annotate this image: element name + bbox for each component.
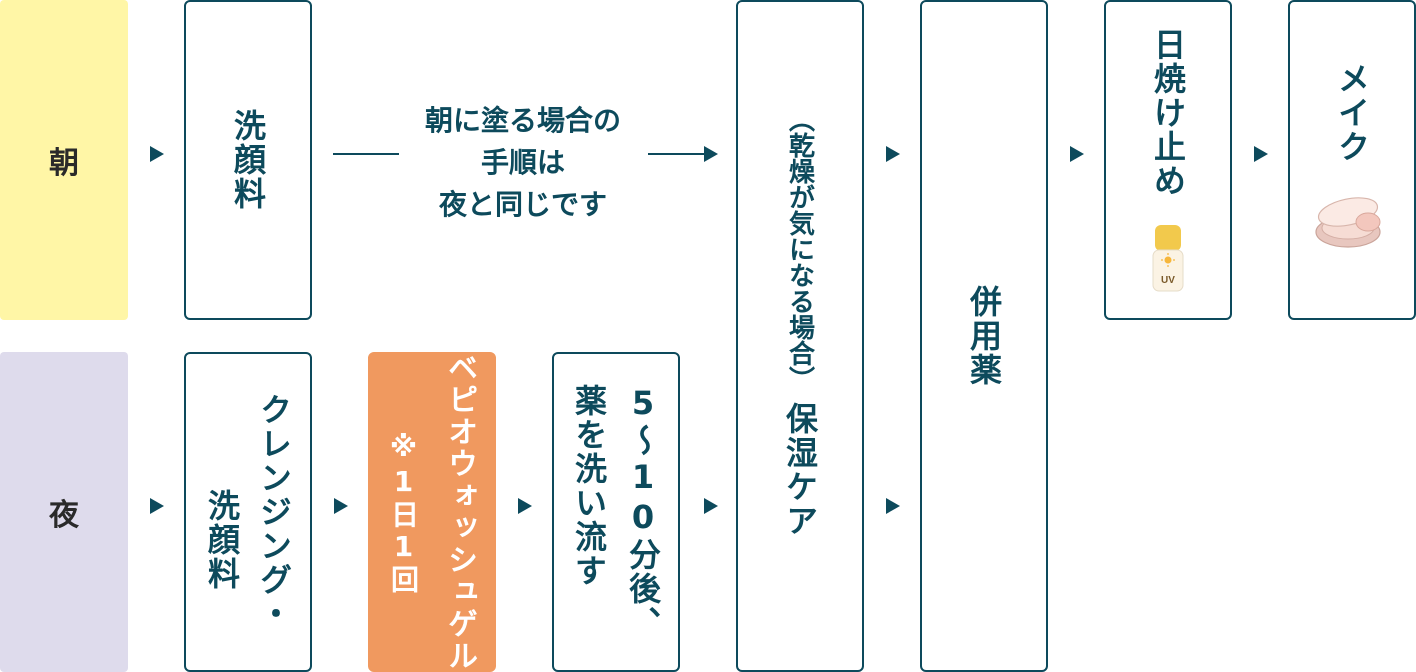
- morning-note: 朝に塗る場合の 手順は 夜と同じです: [400, 100, 646, 226]
- compact-powder-icon: [1315, 197, 1381, 248]
- arrow-icon: [334, 498, 348, 514]
- combined-medicine-step: 併用薬: [920, 0, 1048, 672]
- bepio-frequency: ※1日1回: [387, 430, 420, 595]
- arrow-icon: [704, 498, 718, 514]
- morning-label: 朝: [0, 0, 128, 320]
- rinse-step: 5〜10分後、 薬を洗い流す: [552, 352, 680, 672]
- arrow-icon: [886, 498, 900, 514]
- sunscreen-step: 日焼け止め UV: [1104, 0, 1232, 320]
- cleansing-line1: クレンジング・: [255, 393, 293, 631]
- morning-note-line3: 夜と同じです: [438, 188, 607, 221]
- connector-line: [333, 153, 399, 155]
- connector-line: [648, 153, 706, 155]
- bepio-step: ベピオウォッシュゲル ※1日1回: [368, 352, 496, 672]
- arrow-icon: [518, 498, 532, 514]
- morning-note-line2: 手順は: [480, 146, 565, 179]
- cleansing-line2: 洗顔料: [203, 489, 241, 591]
- makeup-label: メイク: [1333, 62, 1371, 164]
- morning-wash-label: 洗顔料: [229, 109, 267, 211]
- rinse-action: 薬を洗い流す: [570, 384, 608, 588]
- morning-wash-step: 洗顔料: [184, 0, 312, 320]
- arrow-icon: [150, 498, 164, 514]
- sunscreen-bottle-icon: UV: [1152, 225, 1184, 292]
- arrow-icon: [1254, 146, 1268, 162]
- night-label: 夜: [0, 352, 128, 672]
- morning-note-line1: 朝に塗る場合の: [424, 104, 621, 137]
- sunscreen-label: 日焼け止め: [1149, 28, 1187, 198]
- cleansing-step: クレンジング・ 洗顔料: [184, 352, 312, 672]
- moisture-note: （乾燥が気になる場合）: [784, 106, 815, 392]
- arrow-icon: [704, 146, 718, 162]
- moisture-label: 保湿ケア: [781, 402, 819, 538]
- moisture-step: （乾燥が気になる場合） 保湿ケア: [736, 0, 864, 672]
- night-label-text: 夜: [49, 498, 79, 533]
- combined-medicine-label: 併用薬: [965, 285, 1003, 387]
- arrow-icon: [150, 146, 164, 162]
- arrow-icon: [1070, 146, 1084, 162]
- makeup-step: メイク: [1288, 0, 1416, 320]
- bepio-name: ベピオウォッシュゲル: [442, 352, 477, 672]
- arrow-icon: [886, 146, 900, 162]
- morning-label-text: 朝: [49, 146, 79, 181]
- rinse-timing: 5〜10分後、: [624, 384, 662, 640]
- uv-text: UV: [1161, 275, 1175, 286]
